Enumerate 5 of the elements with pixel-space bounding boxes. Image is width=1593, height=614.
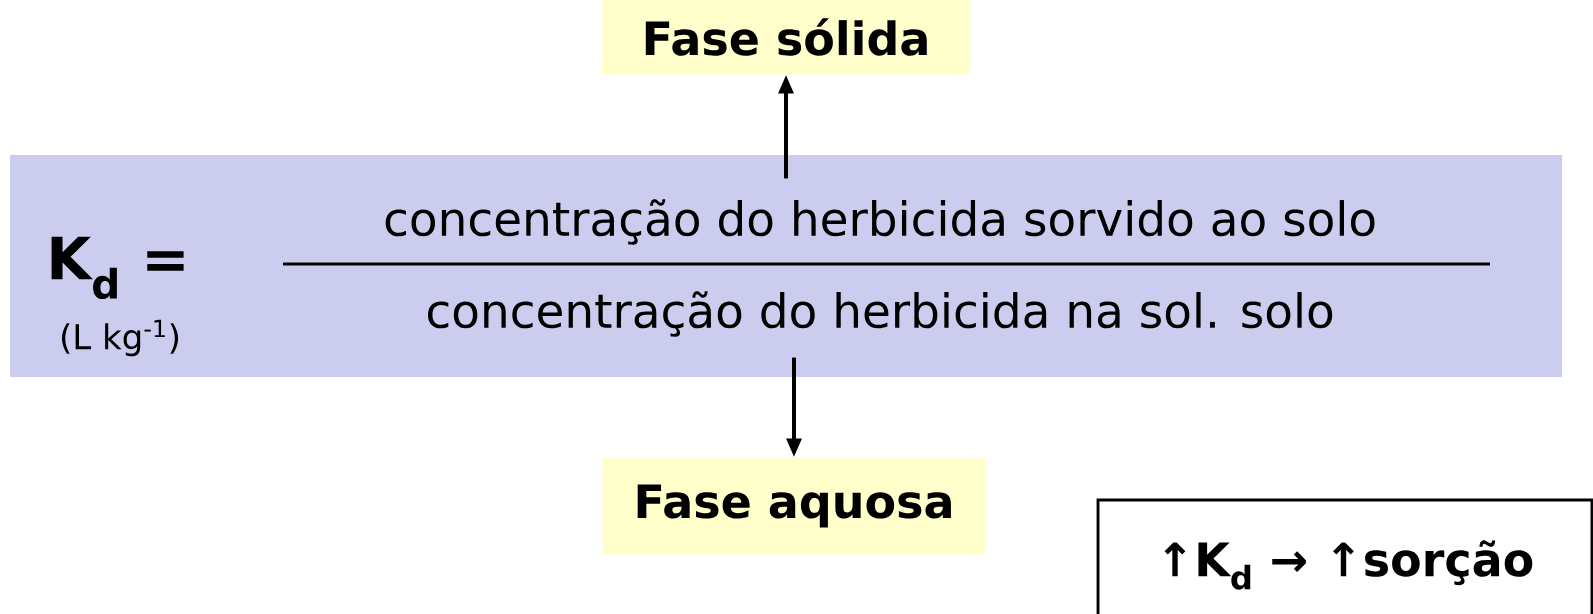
numerator-text: concentração do herbicida sorvido ao solo (385, 199, 1375, 245)
relation-box: ↑K$_{d}$ → ↑sorção (1096, 498, 1593, 614)
phase-box: Fase sólida (602, 0, 970, 75)
phase-box: Fase aquosa (602, 457, 986, 555)
denominator-text: concentração do herbicida na sol. solo (428, 291, 1333, 337)
